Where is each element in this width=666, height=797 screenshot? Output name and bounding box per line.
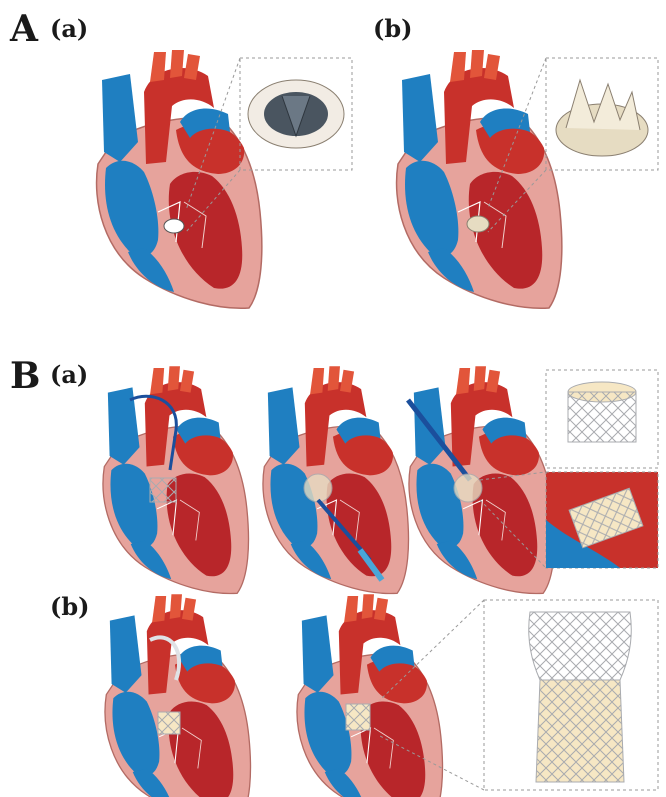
heart-b-b-1: [105, 594, 250, 797]
self-expanding-valve-icon: [529, 612, 632, 782]
inset-b-a-top: [546, 370, 658, 468]
heart-b-b-2: [297, 594, 442, 797]
stent-valve-icon: [568, 382, 636, 442]
mechanical-valve-icon: [248, 80, 344, 148]
heart-b-a-1: [103, 366, 248, 593]
bioprosthetic-valve-icon: [556, 80, 648, 156]
heart-b-a-2: [263, 366, 408, 593]
heart-a-a: [97, 50, 262, 308]
